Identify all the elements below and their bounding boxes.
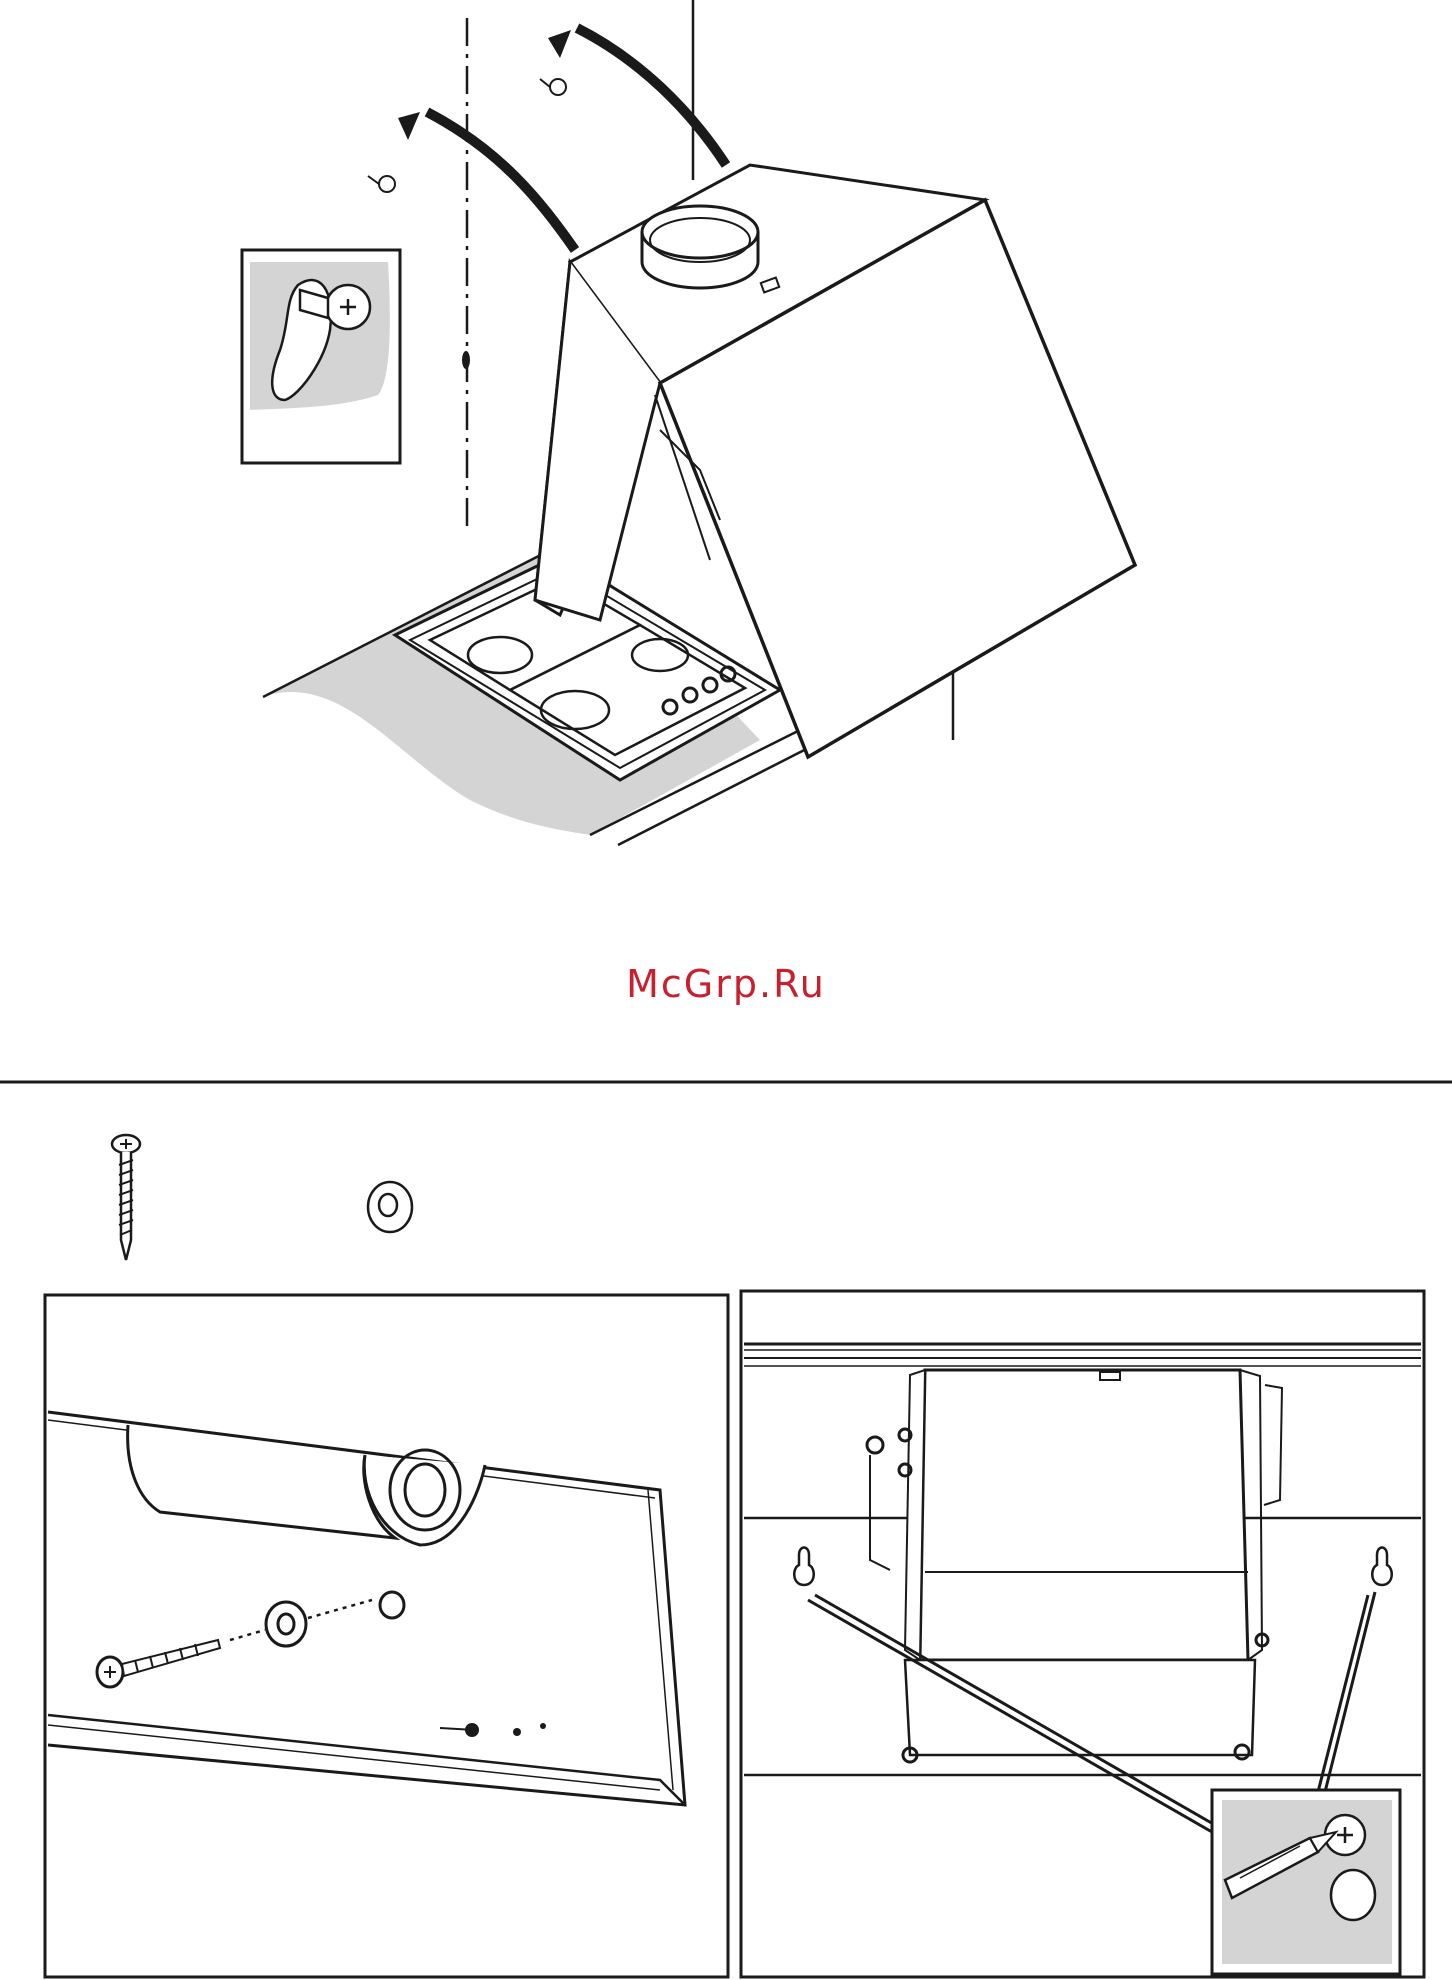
top-installation-figure <box>242 0 1135 845</box>
screwdriver-detail <box>1212 1790 1400 1974</box>
wood-screw-icon <box>112 1135 140 1260</box>
motor-housing-icon <box>867 1370 1282 1762</box>
washer-icon <box>368 1182 412 1232</box>
watermark-text: McGrp.Ru <box>0 962 1452 1006</box>
washer-icon <box>266 1602 306 1646</box>
rotation-arrow-icon <box>427 112 575 250</box>
screw-icon <box>368 176 395 192</box>
parts-row <box>112 1135 412 1260</box>
rotation-arrow-icon <box>577 28 726 165</box>
bottom-right-figure <box>741 1291 1424 1977</box>
wall-hole-icon <box>462 351 470 369</box>
bottom-left-figure <box>45 1295 728 1977</box>
screw-keyhole-detail <box>242 250 400 463</box>
screw-icon <box>540 79 566 95</box>
